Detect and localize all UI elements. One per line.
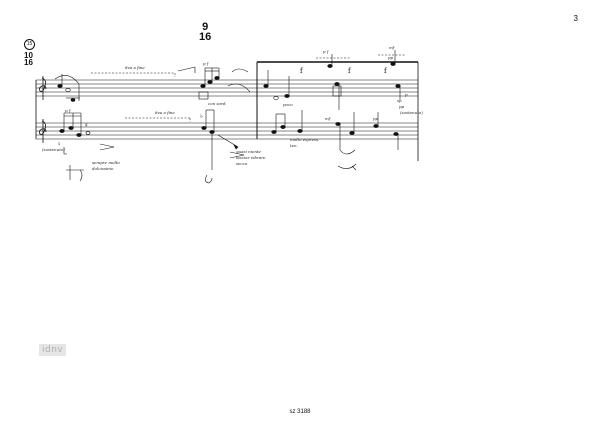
notes-measure-two: ♭ xyxy=(177,66,251,184)
ottava-upper-label: 8va a fine xyxy=(125,65,145,70)
plate-number: sz 3188 xyxy=(289,409,311,415)
time-signature-first-bottom: 16 xyxy=(24,58,33,68)
time-signature-first-top: 10 xyxy=(24,51,33,60)
expression-text-2: dolcissimo xyxy=(92,166,114,171)
dynamic-right-3: pp xyxy=(399,104,405,109)
dynamic-upper-3: mf xyxy=(389,45,395,50)
svg-text:f: f xyxy=(348,67,352,75)
clef-lower xyxy=(38,119,47,143)
expression-text-10: ten. xyxy=(290,143,298,148)
time-signature-second: 9 16 xyxy=(199,21,212,43)
dynamic-lower-1: p f xyxy=(65,108,71,113)
notes-measure-three: f f f xyxy=(263,50,405,171)
expression-text-8: lasciar vibrare xyxy=(236,155,266,160)
page-number: 3 xyxy=(573,14,578,23)
time-signature-second-bottom: 16 xyxy=(199,30,212,43)
dynamic-right-1: p xyxy=(405,92,408,97)
expression-text-11: (sostenuto) xyxy=(400,110,423,115)
svg-text:f: f xyxy=(300,67,304,75)
expression-text-1: sempre molto xyxy=(92,160,120,165)
dynamic-right-2: sp xyxy=(397,98,402,103)
ottava-lines xyxy=(91,72,191,122)
expression-text-7: molto espress. xyxy=(290,137,320,142)
svg-text:♮: ♮ xyxy=(58,141,60,148)
expression-text-9: secco xyxy=(236,161,248,166)
clef-upper xyxy=(38,76,47,100)
staff-upper xyxy=(36,79,418,97)
svg-text:f: f xyxy=(384,67,388,75)
notes-measure-one: ♮ ♯ xyxy=(54,74,91,182)
dynamic-upper-2: p f xyxy=(323,49,329,54)
dynamic-upper-4: pp xyxy=(388,55,394,60)
staff-lower xyxy=(36,122,418,140)
expression-text-5: poco xyxy=(283,102,293,107)
time-signature-second-top: 9 xyxy=(202,21,209,33)
expression-text-4: (sostenuto) xyxy=(42,147,65,152)
svg-text:♭: ♭ xyxy=(200,113,203,120)
svg-text:♯: ♯ xyxy=(85,122,88,129)
hairpins xyxy=(99,143,245,159)
ottava-lower-label: 8va a fine xyxy=(155,110,175,115)
watermark-logo: idnv xyxy=(39,344,67,356)
dynamic-lower-3: pp xyxy=(373,116,379,121)
dynamic-lower-2: mf xyxy=(325,116,331,121)
rehearsal-mark: 15 xyxy=(24,39,35,50)
dynamic-upper-1: p f xyxy=(203,61,209,66)
expression-text-6: con sord. xyxy=(208,101,227,106)
expression-text-3: quasi niente xyxy=(236,149,261,154)
time-signature-first: 10 16 xyxy=(24,51,33,68)
